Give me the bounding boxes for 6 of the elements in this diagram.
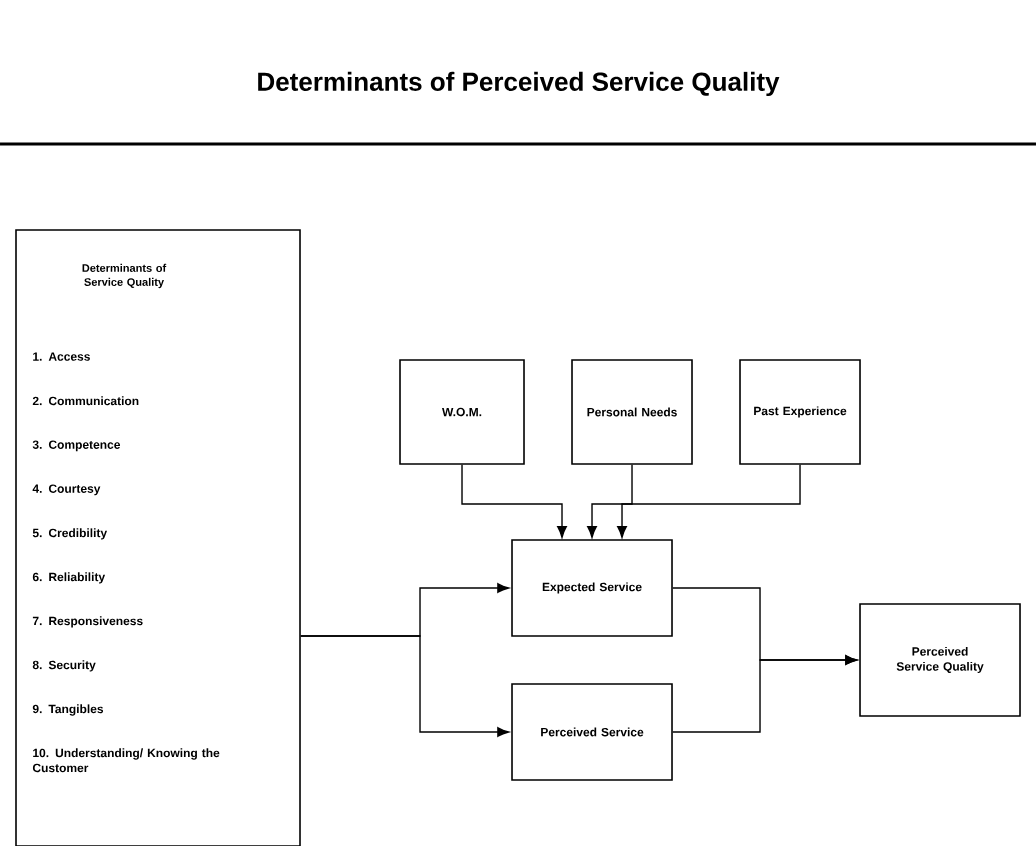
connector-line (672, 655, 858, 733)
connector-line (461, 464, 567, 538)
connector-line (300, 635, 510, 737)
connector-line (617, 464, 801, 538)
connector-line (587, 464, 633, 538)
title: Determinants of Perceived Service Quality (258, 71, 780, 97)
